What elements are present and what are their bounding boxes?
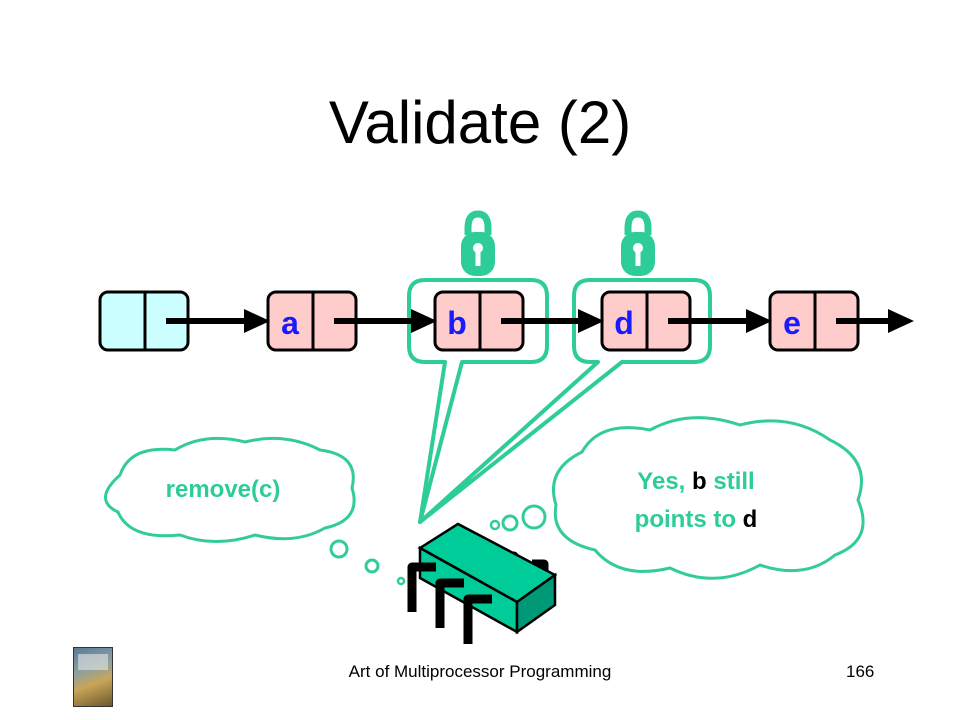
node-label-d: d [614, 305, 634, 341]
highlight-d [418, 278, 712, 524]
thought-bubbles-right [489, 504, 547, 532]
thought-right-line1: Yes, b still [637, 468, 754, 495]
pointer-arrow-e-out [836, 309, 914, 333]
slide-title: Validate (2) [328, 89, 632, 156]
lock-icon-d [621, 210, 655, 276]
pointer-arrow-d-to-e [668, 309, 772, 333]
pointer-arrow-head-to-a [166, 309, 270, 333]
thought-right-line1-prefix: Yes, [637, 468, 692, 495]
highlight-b [407, 278, 549, 524]
thread-chip-icon [407, 522, 558, 644]
node-label-b: b [447, 305, 467, 341]
thought-right-line2: points to d [635, 506, 758, 533]
thought-right-node-b: b [692, 468, 707, 495]
node-label-a: a [281, 305, 299, 341]
thought-right-node-d: d [743, 506, 758, 533]
page-number: 166 [846, 662, 875, 681]
footer-text: Art of Multiprocessor Programming [348, 662, 612, 681]
thought-right-line2-prefix: points to [635, 506, 743, 533]
lock-icon-b [461, 210, 495, 276]
thought-cloud-left: remove(c) [104, 436, 356, 543]
pointer-arrow-a-to-b [334, 309, 437, 333]
book-cover-icon [73, 647, 113, 707]
thought-bubbles-left [329, 539, 406, 586]
thought-right-line1-suffix: still [707, 468, 755, 495]
pointer-arrow-b-to-d [501, 309, 604, 333]
thought-left-text: remove(c) [166, 476, 281, 503]
thought-cloud-right: Yes, b still points to d [551, 416, 865, 580]
node-label-e: e [783, 305, 801, 341]
